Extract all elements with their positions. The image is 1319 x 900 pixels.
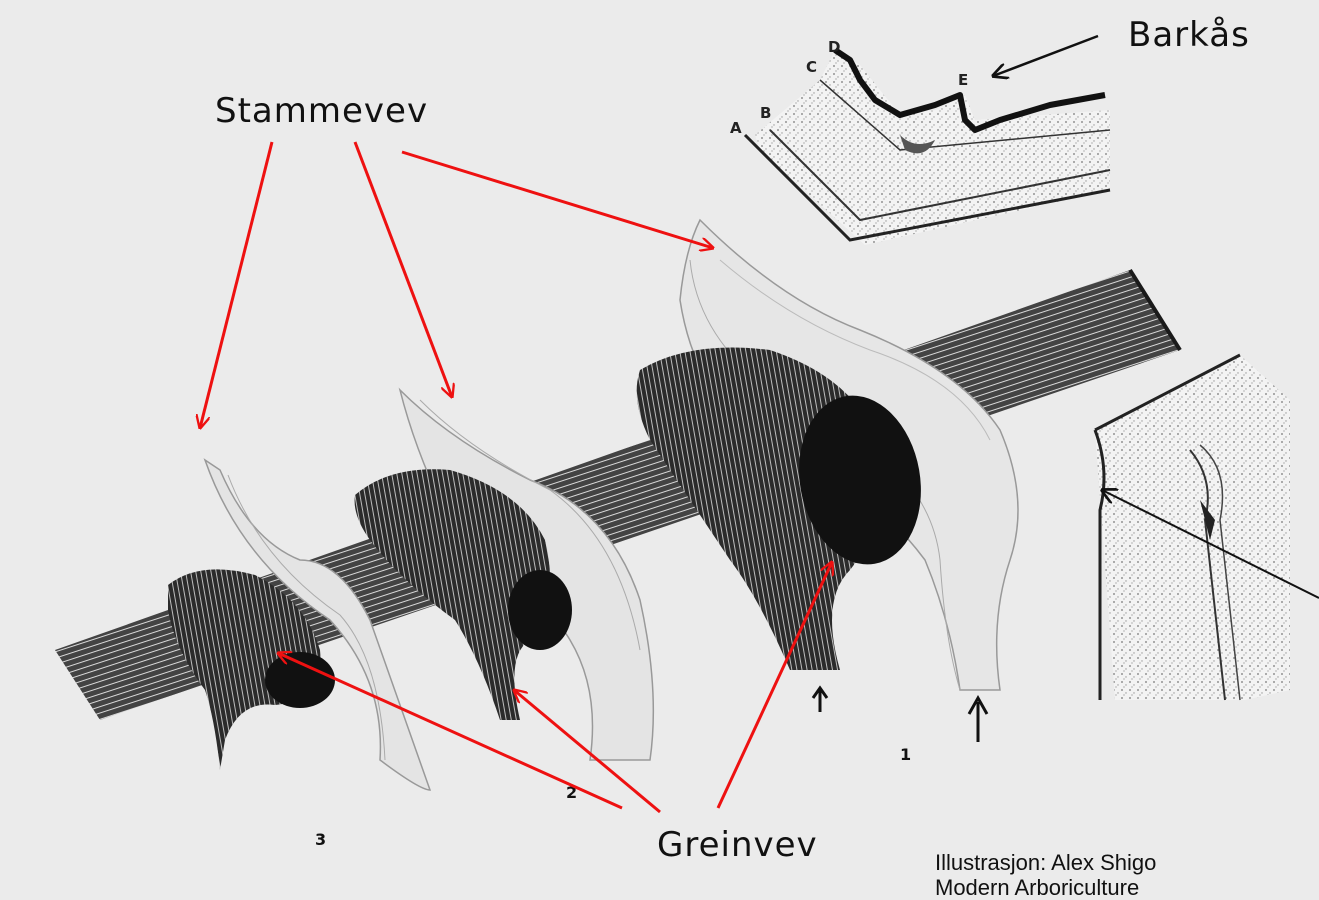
stem-tissue-arrows	[200, 141, 713, 428]
credit-line-1: Illustrasjon: Alex Shigo	[935, 850, 1156, 875]
letter-d: D	[828, 38, 840, 56]
collar-stage-2	[354, 387, 655, 761]
branch-tissue-arrows	[278, 562, 832, 814]
stage-number-1: 1	[900, 745, 911, 764]
label-greinvev: Greinvev	[657, 825, 818, 865]
illustration-credit: Illustrasjon: Alex Shigo Modern Arboricu…	[935, 850, 1156, 900]
letter-b: B	[760, 104, 771, 122]
black-pointer-arrows	[993, 34, 1319, 599]
label-stammevev: Stammevev	[215, 91, 428, 131]
stage-number-2: 2	[566, 783, 577, 802]
letter-c: C	[806, 58, 817, 76]
upward-marker-arrows	[811, 685, 989, 742]
letter-e: E	[958, 71, 968, 89]
label-barkas: Barkås	[1128, 15, 1250, 55]
stage-numbers: 1 2 3	[315, 745, 911, 849]
stage-number-3: 3	[315, 830, 326, 849]
collar-stage-1	[636, 218, 1019, 691]
bark-cross-section-top	[743, 47, 1111, 245]
letter-a: A	[730, 119, 742, 137]
bark-cross-section-right	[1093, 353, 1290, 701]
credit-line-2: Modern Arboriculture	[935, 875, 1139, 900]
collar-stage-3	[168, 458, 432, 791]
cross-section-letters: A B C D E	[730, 38, 968, 137]
